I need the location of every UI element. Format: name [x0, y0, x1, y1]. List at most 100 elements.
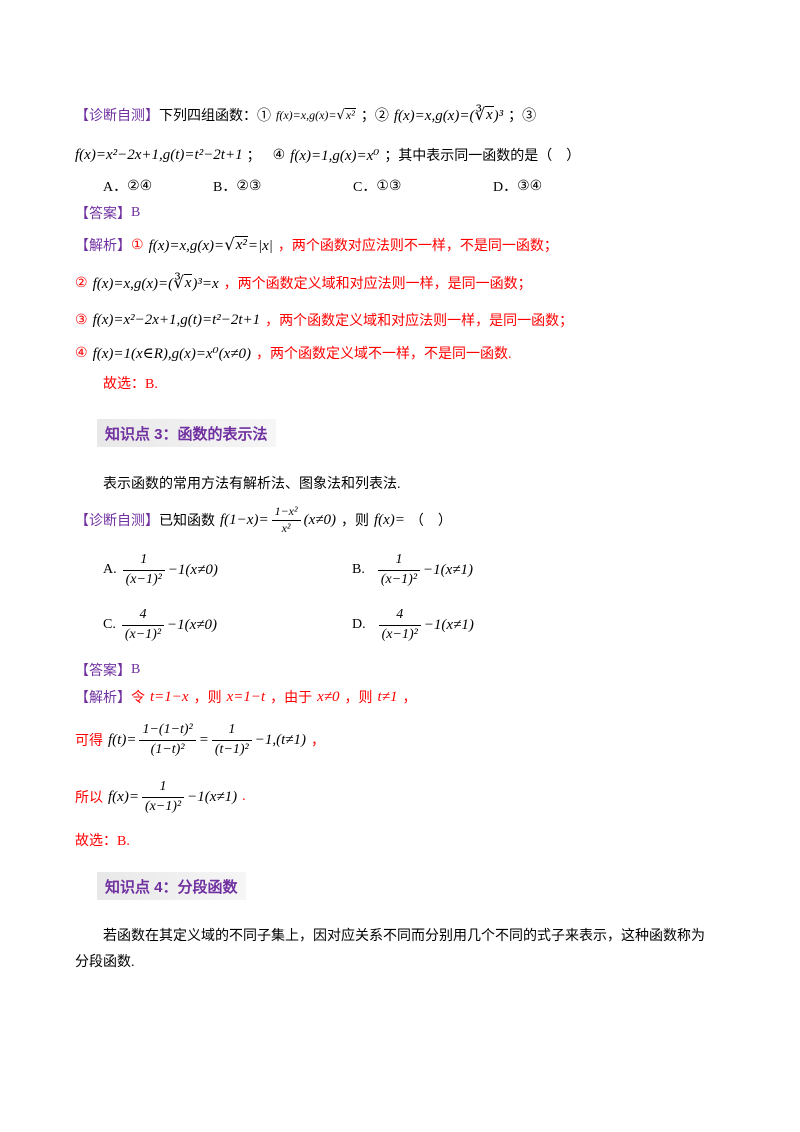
q2-given-lhs: f(1−x)=	[220, 511, 269, 528]
q2-option-d: D. 4 (x−1)² −1(x≠1)	[352, 607, 474, 642]
q2-option-c-formula: 4 (x−1)² −1(x≠0)	[119, 607, 217, 642]
q2-option-d-formula: 4 (x−1)² −1(x≠1)	[376, 607, 474, 642]
q2-option-a-tail: −1(x≠0)	[167, 561, 218, 578]
q2-option-c: C. 4 (x−1)² −1(x≠0)	[103, 607, 352, 642]
q2-option-a-formula: 1 (x−1)² −1(x≠0)	[120, 552, 218, 587]
q1-separator-3: ；③	[508, 109, 537, 124]
q2-step-2-fraction-1: 1−(1−t)² (1−t)²	[139, 722, 196, 757]
q2-analysis-step-3: 所以 f(x)= 1 (x−1)² −1(x≠1) .	[75, 775, 246, 819]
fraction-denominator: x²	[271, 519, 301, 536]
q1-separator-2: ；②	[360, 109, 389, 124]
q1-option-a: A． ②④	[103, 176, 213, 196]
q1-analysis-item-1-radicand: x²	[234, 235, 248, 253]
q2-step-3-end: .	[242, 789, 246, 804]
q1-analysis-item-4-number: ④	[75, 345, 88, 361]
q1-analysis-item-2-cbrt: ∛ x	[173, 272, 193, 292]
q2-answer: 【答案】 B	[75, 657, 140, 683]
q1-option-a-letter: A．	[103, 180, 128, 195]
q2-step-2-formula: f(t)= 1−(1−t)² (1−t)² = 1 (t−1)² −1,(t≠1…	[108, 722, 306, 757]
q1-option-d-value: ③④	[517, 178, 543, 194]
q1-option-b-value: ②③	[236, 178, 262, 194]
q2-answer-value: B	[131, 662, 141, 677]
sqrt-sign: √	[224, 234, 235, 254]
cube-root-sign: ∛	[173, 272, 184, 292]
kp4-heading: 知识点 4：分段函数	[97, 872, 246, 900]
q2-conclusion: 故选：B.	[75, 834, 130, 849]
fraction-numerator: 1	[140, 552, 148, 568]
q2-step-2-fraction-2: 1 (t−1)²	[211, 722, 252, 758]
fraction-numerator: 4	[139, 607, 147, 623]
q1-analysis-item-4-text: ，两个函数定义域不一样，不是同一函数.	[256, 347, 512, 362]
q1-pair-1-radicand: x²	[344, 107, 356, 122]
q2-option-a-letter: A.	[103, 562, 117, 577]
q2-step-1-text: ，	[402, 691, 417, 706]
q1-analysis-item-3-number: ③	[75, 312, 88, 328]
q1-option-d: D． ③④	[493, 176, 542, 196]
q2-option-b-formula: 1 (x−1)² −1(x≠1)	[375, 552, 473, 587]
q2-step-3-lhs: f(x)=	[108, 788, 139, 805]
q2-answer-tag: 【答案】	[75, 664, 131, 679]
q2-options-row-1: A. 1 (x−1)² −1(x≠0) B. 1 (x−1)² −1(x≠1)	[103, 548, 473, 592]
q1-pair-3-formula: f(x)=x²−2x+1,g(t)=t²−2t+1	[75, 146, 243, 163]
q1-option-a-value: ②④	[127, 178, 153, 194]
q1-pair-2-rhs: )³	[493, 107, 504, 124]
q2-option-c-letter: C.	[103, 617, 116, 632]
q1-option-c-value: ①③	[376, 178, 402, 194]
q1-analysis-item-4-formula: f(x)=1(x∈R),g(x)=x⁰(x≠0)	[92, 345, 251, 362]
q1-pair-1-lhs: f(x)=x,g(x)=	[276, 107, 337, 122]
fraction-denominator: (x−1)²	[378, 624, 421, 643]
kp4-paragraph: 若函数在其定义域的不同子集上，因对应关系不同而分别用几个不同的式子来表示，这种函…	[75, 929, 705, 970]
q2-step-1-text: ，由于	[270, 691, 313, 706]
q1-question-text: ；其中表示同一函数的是（ ）	[384, 149, 581, 164]
q2-intro-text: 已知函数	[159, 514, 215, 529]
cube-root-sign: ∛	[474, 104, 485, 124]
q1-analysis-item-2-rhs: )³=x	[192, 275, 219, 292]
fraction-numerator: 1	[395, 552, 403, 568]
q1-intro-text: 下列四组函数：①	[159, 109, 271, 124]
q2-diagnostic-tag: 【诊断自测】	[75, 514, 159, 529]
q2-step-1-formula: x=1−t	[226, 688, 266, 705]
q1-conclusion: 故选：B.	[103, 377, 158, 392]
q2-option-b: B. 1 (x−1)² −1(x≠1)	[352, 552, 473, 587]
q2-analysis-tag: 【解析】	[75, 691, 131, 706]
q1-analysis-item-1-formula: f(x)=x,g(x)= √ x² =|x|	[149, 234, 273, 255]
q1-analysis-item-3: ③ f(x)=x²−2x+1,g(t)=t²−2t+1 ，两个函数定义域和对应法…	[75, 307, 573, 333]
q1-analysis-item-4: ④ f(x)=1(x∈R),g(x)=x⁰(x≠0) ，两个函数定义域不一样，不…	[75, 340, 512, 366]
q1-analysis-item-1-number: ①	[131, 237, 144, 253]
q2-answer-blank: （ ）	[409, 514, 452, 529]
q1-analysis-item-1: 【解析】 ① f(x)=x,g(x)= √ x² =|x| ，两个函数对应法则不…	[75, 232, 558, 258]
q1-pair-4-formula: f(x)=1,g(x)=x⁰	[290, 147, 380, 164]
fraction-numerator: 4	[396, 607, 404, 623]
q2-step-2-tail: −1,(t≠1)	[254, 731, 307, 748]
q2-option-a-fraction: 1 (x−1)²	[122, 552, 165, 588]
q2-option-b-letter: B.	[352, 562, 365, 577]
q1-answer-tag: 【答案】	[75, 207, 131, 222]
q1-stem-line-1: 【诊断自测】 下列四组函数：① f(x)=x,g(x)= √ x² ；② f(x…	[75, 102, 536, 128]
q2-option-d-fraction: 4 (x−1)²	[378, 607, 421, 643]
q1-analysis-item-1-sqrt: √ x²	[224, 234, 248, 254]
q1-options: A． ②④ B． ②③ C． ①③ D． ③④	[103, 173, 542, 199]
q2-step-1-formula: t=1−x	[150, 688, 189, 705]
q1-pair-1-formula: f(x)=x,g(x)= √ x²	[276, 108, 356, 123]
q1-analysis-item-2-text: ，两个函数定义域和对应法则一样，是同一函数；	[223, 277, 532, 292]
q1-option-b-letter: B．	[213, 180, 237, 195]
q1-analysis-item-1-rhs: =|x|	[247, 237, 273, 254]
q1-diagnostic-tag: 【诊断自测】	[75, 109, 159, 124]
q2-option-c-fraction: 4 (x−1)²	[121, 607, 165, 642]
q2-given-condition: (x≠0)	[303, 511, 336, 528]
fraction-denominator: (t−1)²	[211, 739, 252, 758]
q1-analysis-item-2-lhs: f(x)=x,g(x)=(	[92, 275, 174, 292]
q1-option-c-letter: C．	[353, 180, 377, 195]
q1-analysis-item-2-formula: f(x)=x,g(x)=( ∛ x )³=x	[92, 272, 219, 293]
fraction-numerator: 1	[228, 722, 236, 738]
q2-analysis-step-1: 【解析】 令 t=1−x ，则 x=1−t ，由于 x≠0 ，则 t≠1 ，	[75, 684, 416, 710]
q2-step-2-end: ，	[311, 734, 326, 749]
q1-option-b: B． ②③	[213, 176, 353, 196]
q2-options-row-2: C. 4 (x−1)² −1(x≠0) D. 4 (x−1)² −1(x≠1)	[103, 603, 474, 647]
q1-analysis-item-2-radicand: x	[183, 273, 193, 291]
q1-stem-line-2: f(x)=x²−2x+1,g(t)=t²−2t+1 ； ④ f(x)=1,g(x…	[75, 142, 580, 168]
fraction-denominator: (x−1)²	[122, 569, 165, 588]
q1-answer-value: B	[131, 205, 141, 220]
q2-given-fraction: 1−x² x²	[271, 504, 301, 536]
